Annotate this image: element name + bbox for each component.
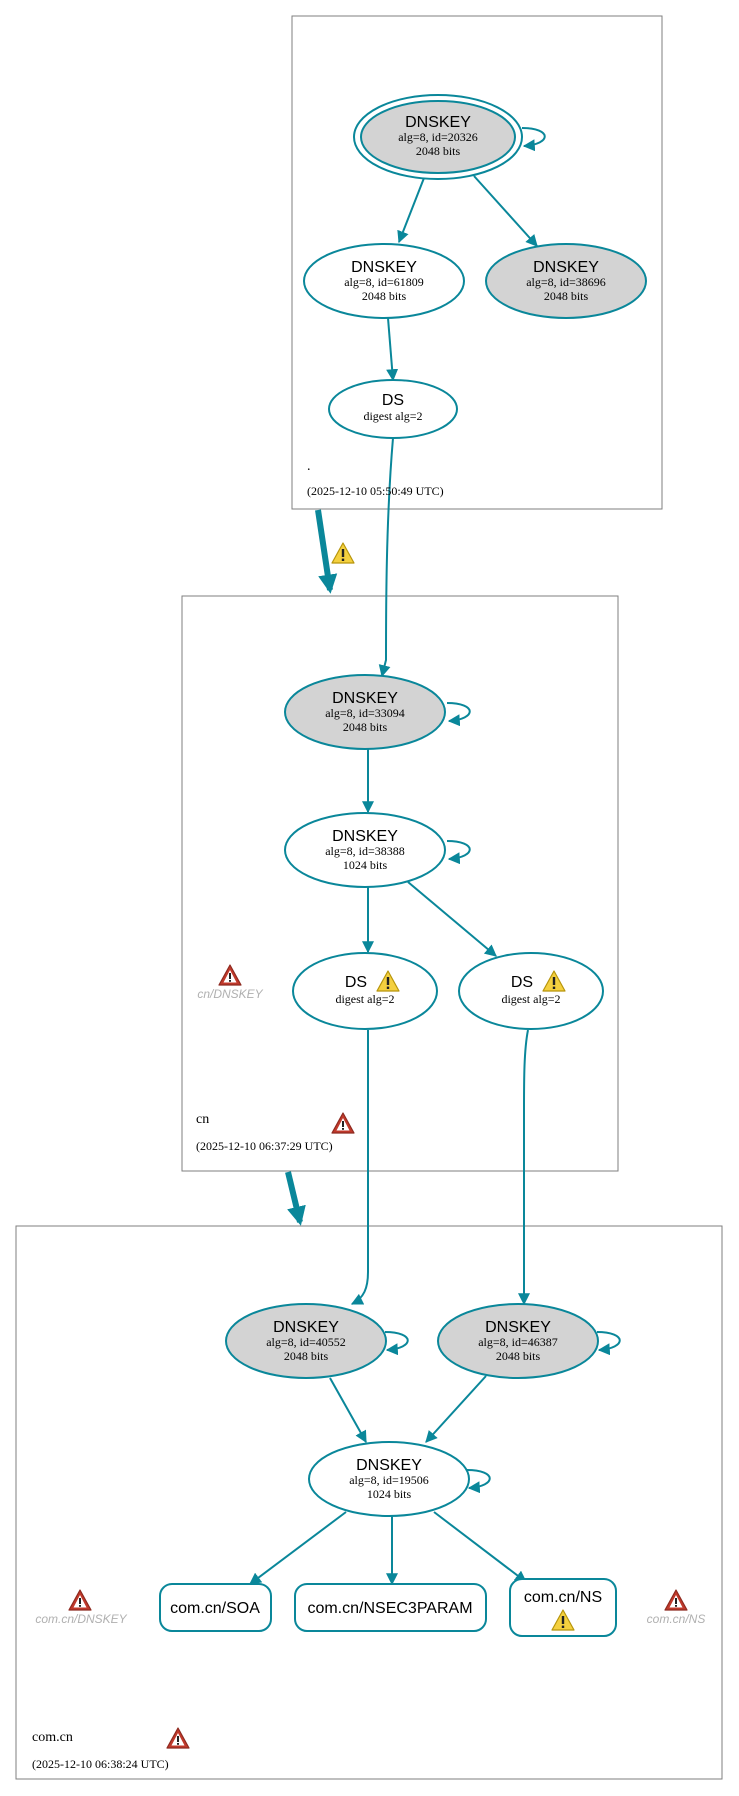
edge-comcn-ksk1-self [384, 1331, 409, 1356]
edge-root-ksk-self [521, 127, 546, 152]
node-type: DNSKEY [485, 1319, 551, 1336]
edge-root-ksk-zsk [397, 177, 425, 244]
node-detail: alg=8, id=61809 [344, 275, 424, 289]
node-detail: alg=8, id=19506 [349, 1473, 429, 1487]
error-icon [331, 1112, 355, 1134]
rrset-label: com.cn/NSEC3PARAM [307, 1600, 472, 1617]
zone-root-name: . [307, 459, 311, 474]
edge-comcn-zsk-ns [433, 1511, 527, 1583]
zone-comcn-timestamp: (2025-12-10 06:38:24 UTC) [32, 1757, 169, 1771]
node-comcn-soa[interactable]: com.cn/SOA [159, 1583, 272, 1632]
error-label-comcn-ns: com.cn/NS [647, 1612, 706, 1626]
delegation-root-cn [315, 509, 338, 594]
node-comcn-ksk2[interactable]: DNSKEY alg=8, id=46387 2048 bits [437, 1303, 599, 1379]
node-detail: 2048 bits [362, 289, 407, 303]
delegation-cn-comcn [285, 1171, 306, 1226]
node-detail: 1024 bits [343, 858, 388, 872]
error-icon [664, 1589, 688, 1611]
node-type: DNSKEY [332, 690, 398, 707]
error-icon [218, 964, 242, 986]
error-label-comcn-dnskey: com.cn/DNSKEY [35, 1612, 127, 1626]
node-detail: alg=8, id=46387 [478, 1335, 558, 1349]
node-detail: alg=8, id=38388 [325, 844, 405, 858]
edge-cn-ksk-self [446, 702, 471, 727]
node-type: DS [345, 974, 367, 991]
node-root-ksk[interactable]: DNSKEY alg=8, id=20326 2048 bits [353, 94, 523, 180]
node-type: DNSKEY [533, 259, 599, 276]
error-icon [68, 1589, 92, 1611]
warning-icon [331, 542, 355, 564]
node-detail: 1024 bits [367, 1487, 412, 1501]
node-comcn-zsk[interactable]: DNSKEY alg=8, id=19506 1024 bits [308, 1441, 470, 1517]
node-type: DS [382, 392, 404, 409]
node-type: DS [511, 974, 533, 991]
zone-cn-name: cn [196, 1112, 209, 1127]
rrset-label: com.cn/SOA [170, 1600, 260, 1617]
node-cn-ds2[interactable]: DS digest alg=2 [458, 952, 604, 1030]
error-icon [166, 1727, 190, 1749]
edge-cn-ds1-comcn-ksk1 [350, 1030, 369, 1305]
node-detail: alg=8, id=20326 [398, 130, 478, 144]
node-detail: alg=8, id=40552 [266, 1335, 346, 1349]
node-type: DNSKEY [405, 114, 471, 131]
edge-root-zsk-ds [386, 317, 399, 382]
edge-comcn-zsk-self [466, 1469, 491, 1494]
edge-comcn-zsk-soa [249, 1511, 347, 1585]
edge-comcn-ksk2-zsk [425, 1375, 487, 1443]
zone-cn-box [181, 595, 619, 1172]
edge-cn-zsk-ds2 [407, 881, 497, 957]
node-detail: alg=8, id=38696 [526, 275, 606, 289]
zone-root-timestamp: (2025-12-10 05:50:49 UTC) [307, 484, 444, 498]
node-comcn-ns[interactable]: com.cn/NS [509, 1578, 617, 1637]
zone-cn-timestamp: (2025-12-10 06:37:29 UTC) [196, 1139, 333, 1153]
node-root-zsk[interactable]: DNSKEY alg=8, id=61809 2048 bits [303, 243, 465, 319]
node-detail: digest alg=2 [501, 992, 560, 1006]
node-type: DNSKEY [273, 1319, 339, 1336]
edge-comcn-ksk2-self [596, 1331, 621, 1356]
node-cn-ds1[interactable]: DS digest alg=2 [292, 952, 438, 1030]
node-detail: digest alg=2 [335, 992, 394, 1006]
node-detail: 2048 bits [496, 1349, 541, 1363]
zone-comcn-name: com.cn [32, 1730, 73, 1745]
node-root-zsk2[interactable]: DNSKEY alg=8, id=38696 2048 bits [485, 243, 647, 319]
zone-root-box [291, 15, 663, 510]
node-type: DNSKEY [351, 259, 417, 276]
node-detail: 2048 bits [544, 289, 589, 303]
node-root-ds[interactable]: DS digest alg=2 [328, 379, 458, 439]
node-detail: digest alg=2 [363, 409, 422, 423]
edge-cn-ds2-comcn-ksk2 [518, 1029, 530, 1306]
edge-root-ds-cn-ksk [378, 437, 394, 678]
node-type: DNSKEY [356, 1457, 422, 1474]
rrset-label: com.cn/NS [524, 1589, 602, 1606]
node-comcn-nsec3param[interactable]: com.cn/NSEC3PARAM [294, 1583, 487, 1632]
node-detail: 2048 bits [284, 1349, 329, 1363]
node-cn-ksk[interactable]: DNSKEY alg=8, id=33094 2048 bits [284, 674, 446, 750]
edge-root-ksk-zsk2 [473, 175, 538, 247]
node-detail: 2048 bits [343, 720, 388, 734]
node-detail: alg=8, id=33094 [325, 706, 405, 720]
node-comcn-ksk1[interactable]: DNSKEY alg=8, id=40552 2048 bits [225, 1303, 387, 1379]
node-cn-zsk[interactable]: DNSKEY alg=8, id=38388 1024 bits [284, 812, 446, 888]
edge-cn-zsk-self [446, 840, 471, 865]
node-type: DNSKEY [332, 828, 398, 845]
edge-comcn-ksk1-zsk [329, 1377, 367, 1444]
node-detail: 2048 bits [416, 144, 461, 158]
error-label-cn-dnskey: cn/DNSKEY [197, 987, 263, 1001]
